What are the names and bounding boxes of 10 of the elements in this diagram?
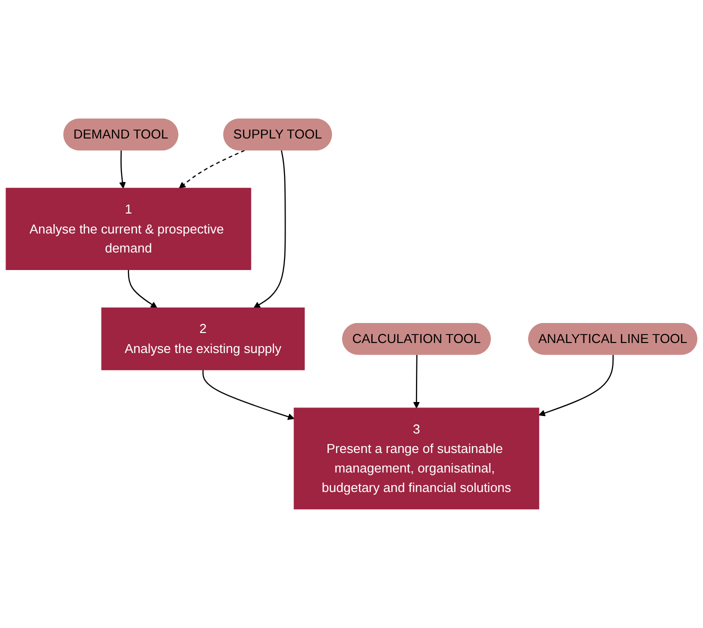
arrow	[119, 150, 126, 189]
arrow	[538, 354, 614, 416]
arrow	[128, 270, 158, 308]
node-box: 1 Analyse the current & prospective demand	[6, 188, 252, 270]
arrow	[202, 370, 294, 420]
arrow	[178, 150, 245, 189]
arrow	[254, 150, 286, 308]
arrow	[413, 354, 420, 408]
node-box: 2 Analyse the existing supply	[101, 308, 305, 370]
node-box: 3 Present a range of sustainable management, organisatinal, budgetary and financial solutions	[294, 408, 540, 510]
